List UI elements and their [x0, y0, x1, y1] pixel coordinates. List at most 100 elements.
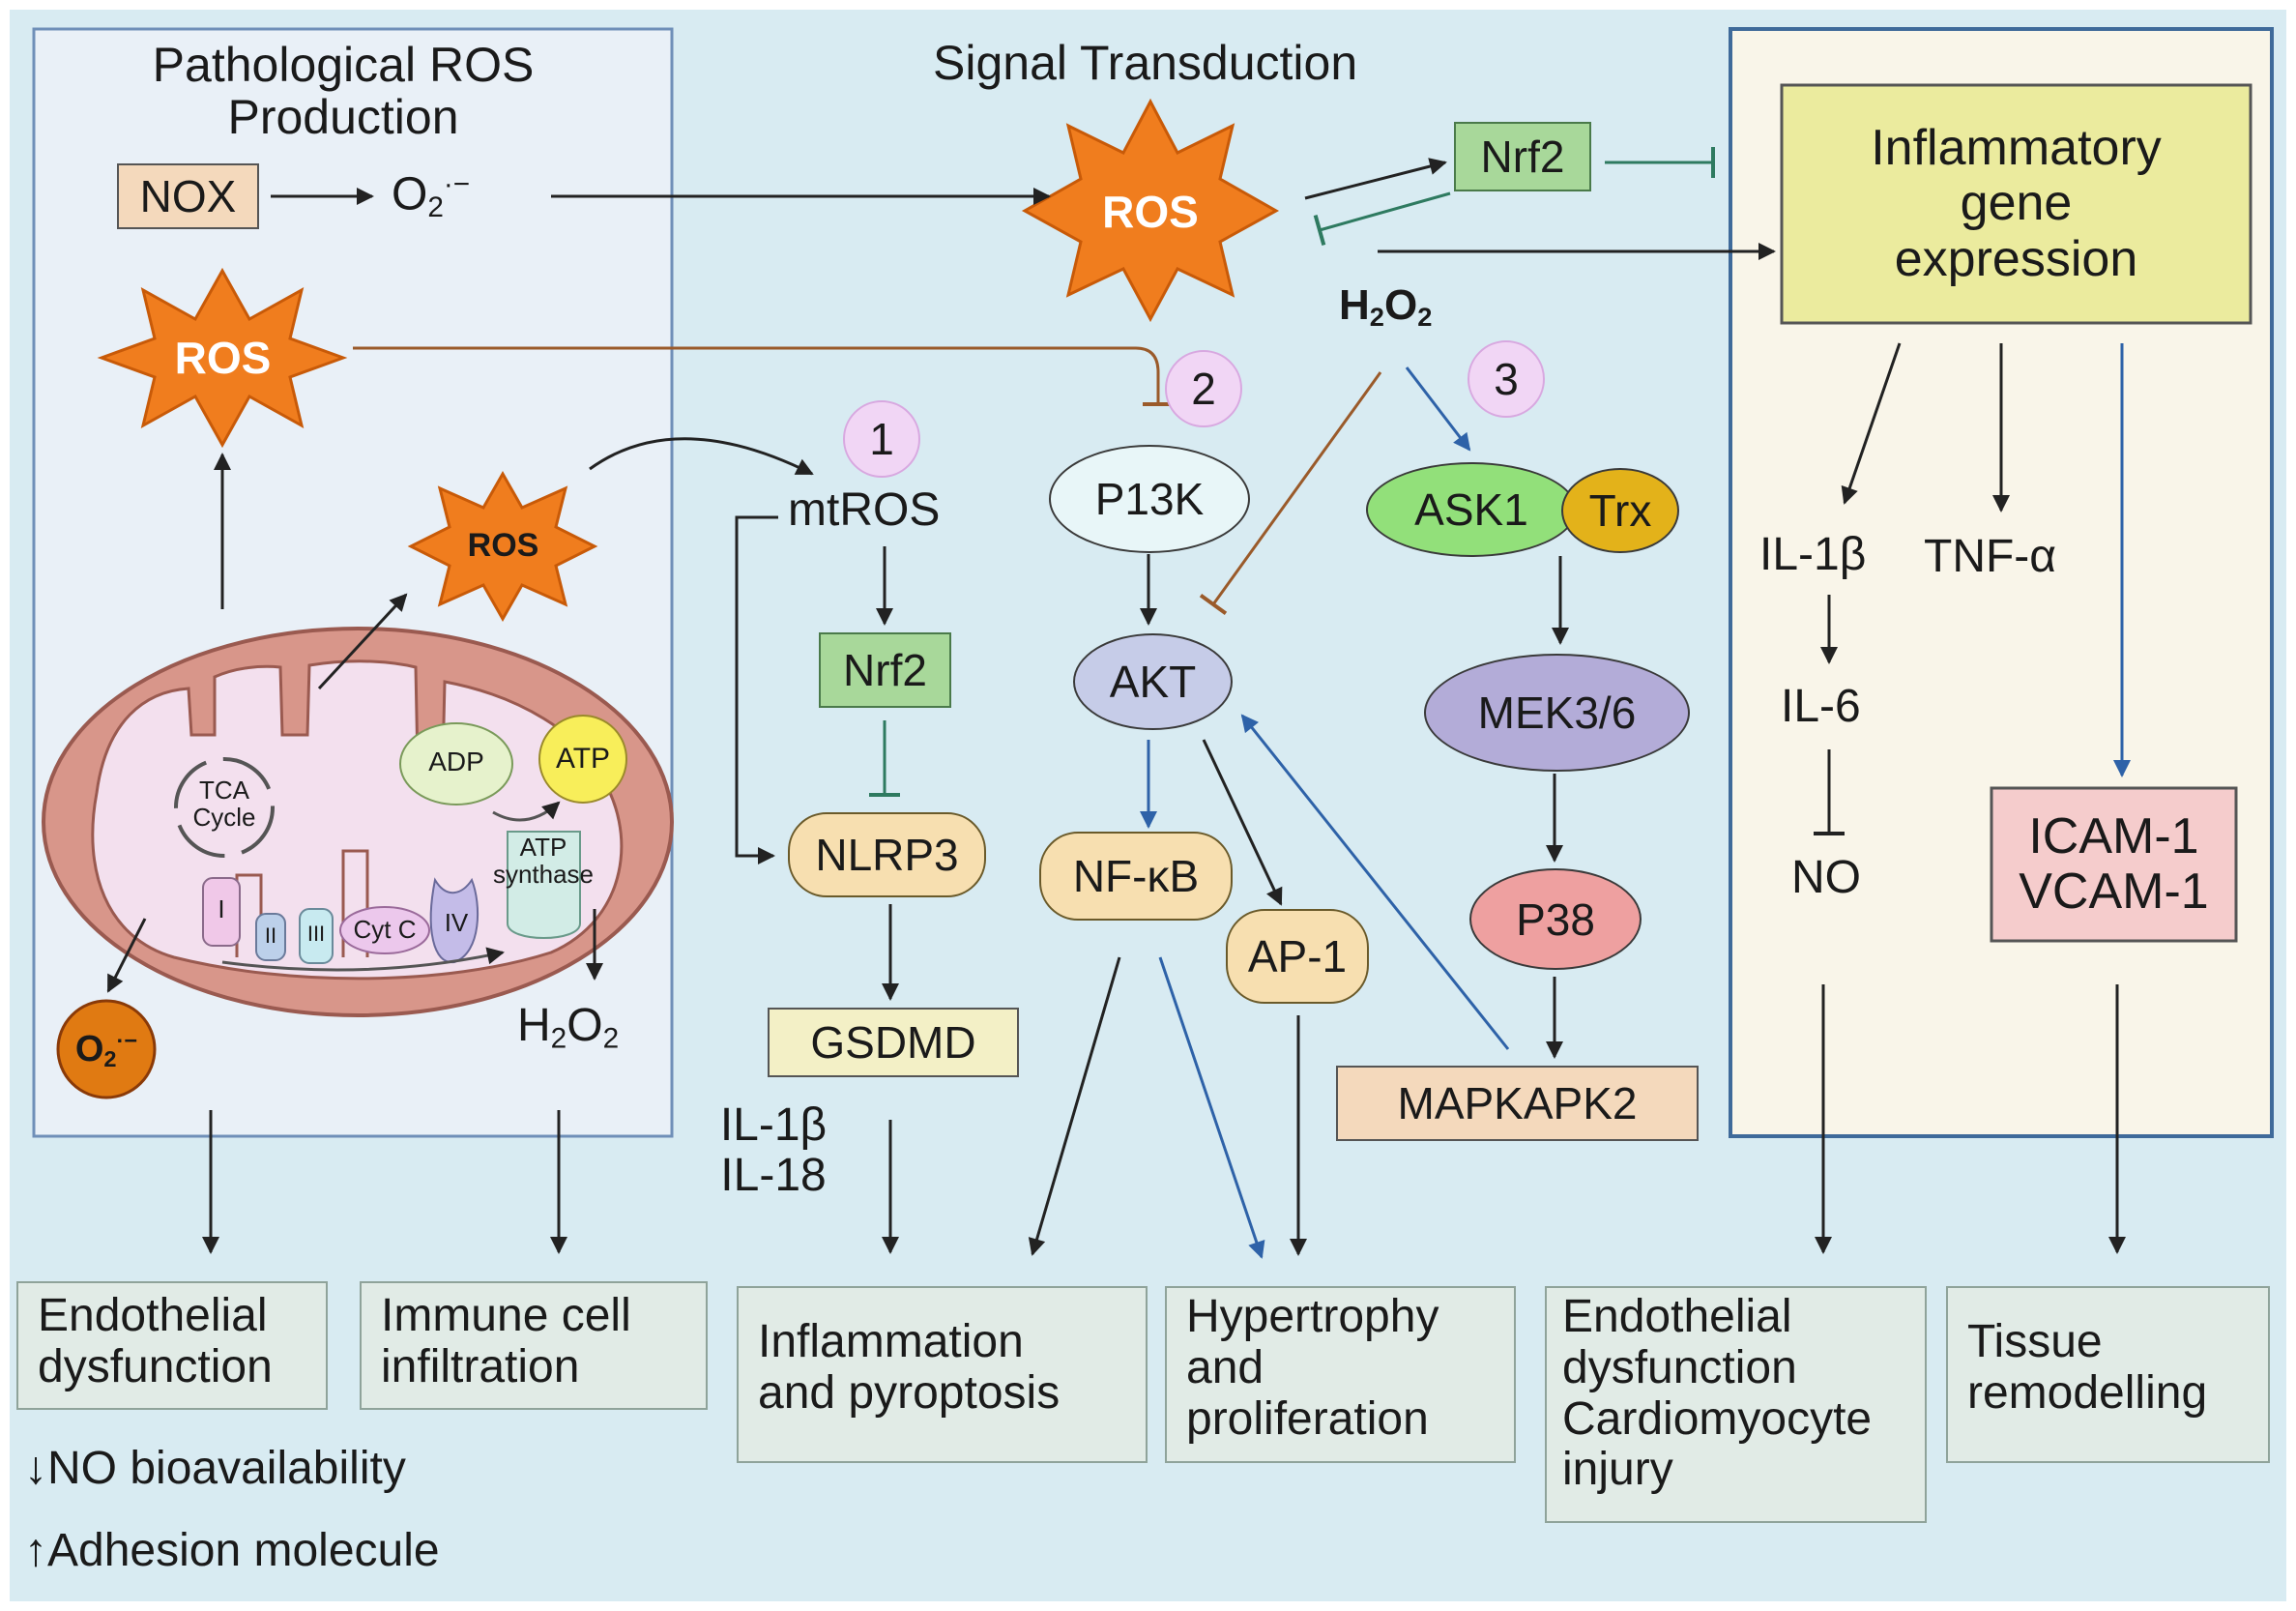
ap1-node: AP-1 — [1226, 909, 1369, 1004]
ros-burst-top — [97, 267, 348, 449]
atp-shape — [538, 715, 627, 804]
inhibit-h2o2-akt — [1199, 371, 1382, 615]
atp-synthase-label: ATP synthase — [492, 833, 595, 890]
h2o2-left-sub1: 2 — [550, 1022, 567, 1055]
akt-node: AKT — [1073, 633, 1233, 730]
ros-label-mito: ROS — [467, 527, 539, 564]
complex-iv-shape — [429, 877, 480, 964]
h2o2-center-sub2: 2 — [1417, 301, 1433, 332]
complex-i-label: I — [218, 894, 225, 923]
inflammatory-gene-box: Inflammatory gene expression — [1871, 120, 2162, 287]
ros-burst-main — [1021, 98, 1280, 323]
arrow-akt-ap1 — [1202, 739, 1283, 906]
superoxide-circle — [56, 999, 157, 1099]
left-panel-title: Pathological ROS Production — [152, 38, 535, 144]
nrf2-mid-box: Nrf2 — [843, 645, 927, 695]
nox-box: NOX — [139, 171, 237, 221]
adp-shape — [399, 722, 513, 806]
nrf2-top-box: Nrf2 — [1480, 132, 1565, 182]
ros-burst-mito — [407, 470, 598, 623]
h2o2-center-label: H2O2 — [1339, 281, 1433, 332]
mek-node: MEK3/6 — [1424, 654, 1690, 772]
nlrp3-node: NLRP3 — [788, 812, 986, 897]
no-label: NO — [1791, 852, 1861, 903]
mapkapk2-box: MAPKAPK2 — [1397, 1078, 1638, 1128]
outcome-endothelial-dysfunction: Endothelial dysfunction — [16, 1281, 328, 1410]
h2o2-left-h: H — [517, 1000, 551, 1051]
superoxide-label: O2·− — [392, 168, 471, 224]
note-adhesion-molecule: ↑Adhesion molecule — [24, 1525, 440, 1576]
p38-node: P38 — [1469, 868, 1642, 970]
icam-shape — [1990, 786, 2238, 943]
pathway-number-1: 1 — [843, 400, 920, 478]
center-panel-title: Signal Transduction — [933, 36, 1358, 90]
ros-label-main: ROS — [1102, 187, 1199, 237]
outcome-tissue-remodelling: Tissue remodelling — [1946, 1286, 2270, 1463]
inhibit-nrf2-ros — [1313, 191, 1451, 246]
arrow-nfkb-outcome — [1028, 956, 1121, 1256]
arrow-inflam-il1b — [1841, 342, 1902, 505]
arrow-ros-nrf2 — [1304, 158, 1447, 200]
cytokines-label: IL-1β IL-18 — [719, 1099, 828, 1201]
h2o2-left-label: H2O2 — [517, 1000, 620, 1055]
mtros-label: mtROS — [788, 484, 941, 536]
mapkapk2-shape — [1336, 1066, 1699, 1141]
mitochondrion-crista — [341, 849, 369, 957]
icam-vcam-box: ICAM-1 VCAM-1 — [2019, 807, 2209, 920]
nrf2-top-shape — [1454, 122, 1591, 191]
h2o2-center-sub1: 2 — [1369, 301, 1384, 332]
complex-i-shape — [202, 877, 241, 947]
adp-label: ADP — [428, 747, 484, 776]
arrow-nfkb-hypertrophy — [1158, 956, 1265, 1259]
complex-ii-label: II — [264, 923, 277, 948]
outcome-inflammation-pyroptosis: Inflammation and pyroptosis — [737, 1286, 1148, 1463]
nfkb-node: NF-κB — [1039, 832, 1233, 921]
etc-flow-arrow — [221, 947, 505, 972]
nox-box-shape — [117, 163, 259, 229]
complex-iv-label: IV — [444, 908, 469, 937]
superoxide-circle-label: O2·− — [58, 1028, 155, 1072]
outcome-hypertrophy-proliferation: Hypertrophy and proliferation — [1165, 1286, 1516, 1463]
arrow-mito-o2 — [106, 918, 147, 993]
complex-iii-label: III — [306, 922, 326, 946]
tca-cycle-label: TCA Cycle — [192, 776, 256, 833]
h2o2-left-sub2: 2 — [602, 1022, 620, 1055]
il6-label: IL-6 — [1781, 681, 1861, 732]
ask1-node: ASK1 — [1366, 462, 1577, 557]
pathway-number-2: 2 — [1165, 350, 1242, 427]
outcome-immune-infiltration: Immune cell infiltration — [360, 1281, 708, 1410]
pathway-number-3: 3 — [1468, 340, 1545, 418]
ros-label-top: ROS — [174, 333, 272, 383]
p13k-node: P13K — [1049, 445, 1250, 553]
cyt-c-shape — [339, 906, 430, 954]
complex-ii-shape — [255, 913, 286, 961]
arrow-ros-mtros — [589, 437, 814, 476]
superoxide-circle-base: O — [74, 1028, 104, 1069]
arrow-mapkapk2-akt — [1240, 714, 1510, 1050]
cyt-c-label: Cyt C — [353, 915, 417, 944]
inflammatory-shape — [1780, 83, 2252, 325]
inhibit-ros-p13k — [353, 346, 1174, 406]
atp-synthase-shape — [507, 831, 581, 939]
trx-node: Trx — [1561, 468, 1679, 553]
h2o2-center-h: H — [1339, 281, 1370, 329]
gsdmd-shape — [768, 1008, 1019, 1077]
arrow-mito-rosmito — [317, 593, 408, 690]
superoxide-circle-sup: ·− — [116, 1028, 138, 1053]
outcome-endothelial-cardiomyocyte: Endothelial dysfunction Cardiomyocyte in… — [1545, 1286, 1927, 1523]
superoxide-sup: ·− — [443, 168, 471, 200]
complex-iii-shape — [299, 908, 334, 964]
adp-atp-arrow — [492, 801, 561, 822]
arrow-h2o2-ask1 — [1405, 366, 1471, 452]
h2o2-left-o: O — [567, 1000, 603, 1051]
tnfa-label: TNF-α — [1924, 531, 2057, 582]
il1b-label: IL-1β — [1759, 529, 1867, 580]
atp-label: ATP — [555, 743, 611, 775]
tca-cycle-icon — [174, 757, 275, 858]
nrf2-mid-shape — [819, 632, 951, 708]
arrow-mtros-nlrp3 — [735, 515, 778, 864]
superoxide-sub: 2 — [427, 190, 444, 223]
superoxide-base: O — [392, 168, 428, 220]
